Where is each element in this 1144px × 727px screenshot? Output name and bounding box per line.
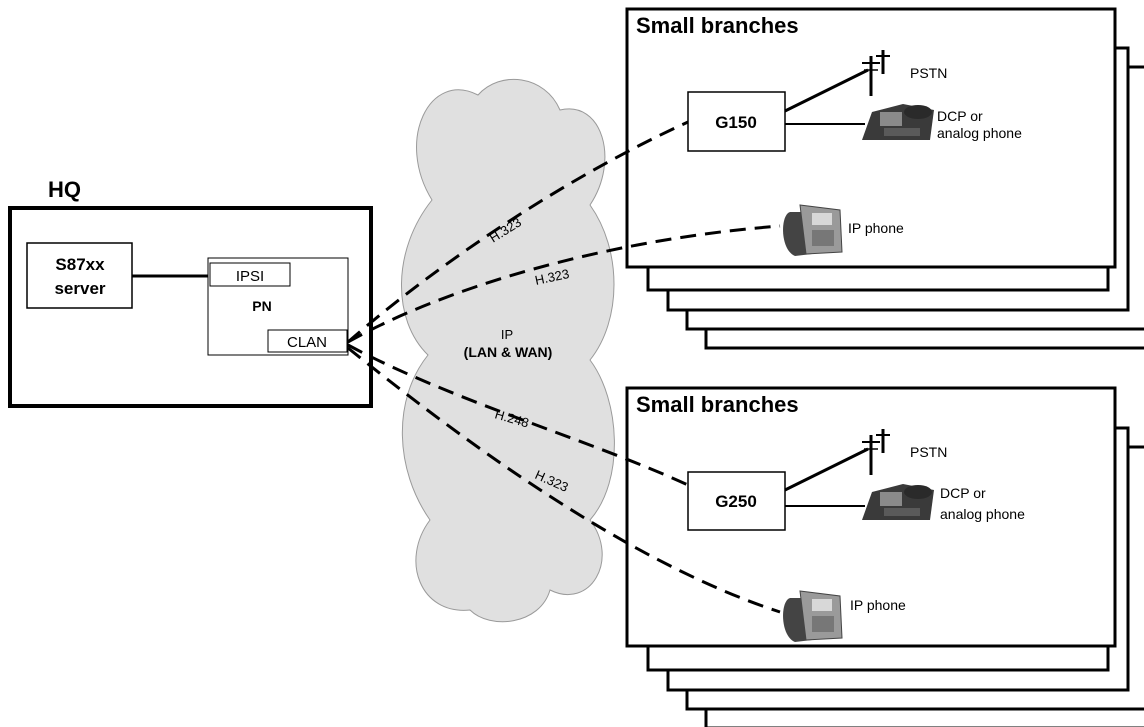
branch-bottom-title: Small branches: [636, 392, 799, 417]
clan-label: CLAN: [287, 334, 327, 351]
link-h323-ipphone-top: [347, 224, 781, 344]
pstn-label-top: PSTN: [910, 65, 947, 81]
dcp-phone-icon-bottom: [862, 484, 934, 520]
cloud-label-2: (LAN & WAN): [464, 344, 553, 360]
link-h248-g250: [347, 343, 689, 487]
ip-links: [347, 120, 781, 614]
dcp-label-top-1: DCP or: [937, 108, 983, 124]
g250-pstn-link: [784, 447, 869, 492]
g250-box: [687, 471, 786, 531]
dcp-label-bottom-2: analog phone: [940, 506, 1025, 522]
cloud-label-1: IP: [501, 327, 513, 342]
link-h323-ipphone-bottom: [347, 346, 781, 614]
ip-cloud: [401, 79, 615, 623]
g250-label: G250: [715, 492, 757, 511]
ipsi-label: IPSI: [236, 268, 264, 285]
server-box: [26, 242, 133, 309]
link-label-h323-b: H.323: [534, 266, 571, 288]
pstn-label-bottom: PSTN: [910, 444, 947, 460]
pstn-pole-icon: [862, 50, 890, 96]
ip-phone-icon-bottom: [783, 590, 843, 642]
branch-top-title: Small branches: [636, 13, 799, 38]
dcp-label-top-2: analog phone: [937, 125, 1022, 141]
server-label-2: server: [54, 279, 105, 298]
g150-label: G150: [715, 113, 757, 132]
ip-phone-label-bottom: IP phone: [850, 597, 906, 613]
ipsi-box: [209, 262, 291, 287]
server-label-1: S87xx: [55, 255, 105, 274]
ip-phone-label-top: IP phone: [848, 220, 904, 236]
pn-label: PN: [252, 298, 271, 314]
hq-title: HQ: [48, 177, 81, 202]
g150-box: [687, 91, 786, 152]
dcp-phone-icon: [862, 104, 934, 140]
g150-pstn-link: [784, 68, 869, 113]
pstn-pole-icon-bottom: [862, 429, 890, 475]
ip-phone-icon-top: [783, 204, 843, 256]
clan-box: [267, 329, 348, 353]
dcp-label-bottom-1: DCP or: [940, 485, 986, 501]
